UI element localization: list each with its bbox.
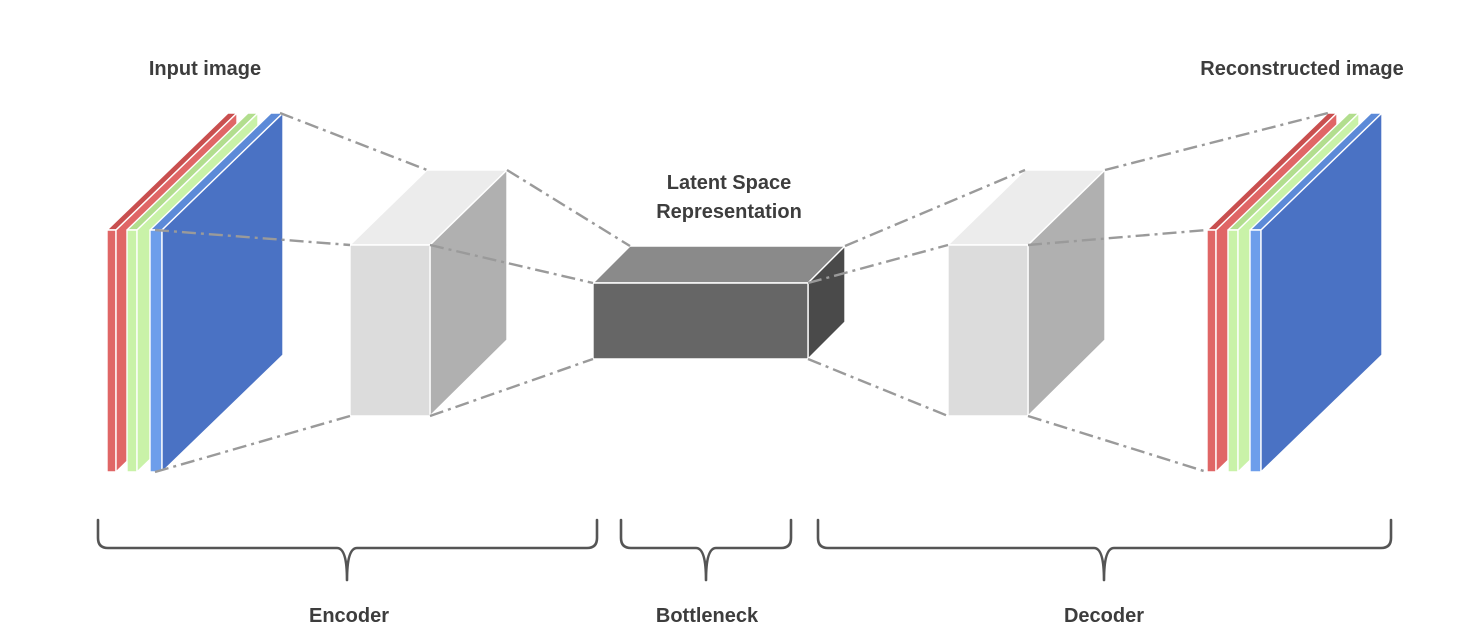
input-blue-front — [149, 229, 163, 473]
connector-latent-top — [844, 168, 1026, 248]
reconstructed-image-label: Reconstructed image — [1200, 58, 1403, 80]
output-green-front — [1227, 229, 1239, 473]
connector-decoder-mid — [1027, 228, 1208, 247]
decoder-label: Decoder — [1064, 605, 1144, 627]
input-channel-blue — [149, 112, 284, 473]
connector-latent-mid — [807, 243, 949, 285]
input-green-front — [126, 229, 138, 473]
latent-space-label-line1: Latent Space — [667, 172, 791, 194]
connector-encoder-bottom — [429, 357, 594, 418]
connector-decoder-top — [1104, 111, 1329, 172]
output-channel-blue — [1249, 112, 1383, 473]
latent-block-front — [592, 282, 809, 360]
input-image-stack — [106, 112, 284, 473]
latent-space-block — [592, 245, 846, 360]
connector-encoder-top — [506, 168, 631, 248]
encoder-block-front — [349, 244, 431, 417]
input-red-front — [106, 229, 117, 473]
reconstructed-image-stack — [1206, 112, 1383, 473]
latent-space-label-line2: Representation — [656, 201, 802, 223]
connector-input-bottom — [154, 414, 351, 474]
connector-encoder-mid — [429, 243, 594, 285]
decoder-brace — [816, 518, 1393, 582]
input-blue-side — [161, 112, 284, 473]
output-blue-front — [1249, 229, 1262, 473]
section-braces — [96, 518, 1393, 582]
encoder-feature-block — [349, 169, 508, 417]
encoder-brace — [96, 518, 599, 582]
decoder-feature-block — [947, 169, 1106, 417]
bottleneck-label: Bottleneck — [656, 605, 759, 627]
connector-latent-bottom — [807, 357, 949, 418]
input-image-label: Input image — [149, 58, 261, 80]
bottleneck-brace — [619, 518, 793, 582]
output-red-front — [1206, 229, 1217, 473]
connector-input-mid — [154, 228, 351, 247]
encoder-label: Encoder — [309, 605, 389, 627]
connector-decoder-bottom — [1027, 414, 1208, 474]
output-blue-side — [1260, 112, 1383, 473]
latent-block-top — [592, 245, 846, 284]
connector-input-top — [279, 111, 428, 172]
connector-lines — [154, 111, 1329, 474]
decoder-block-front — [947, 244, 1029, 417]
